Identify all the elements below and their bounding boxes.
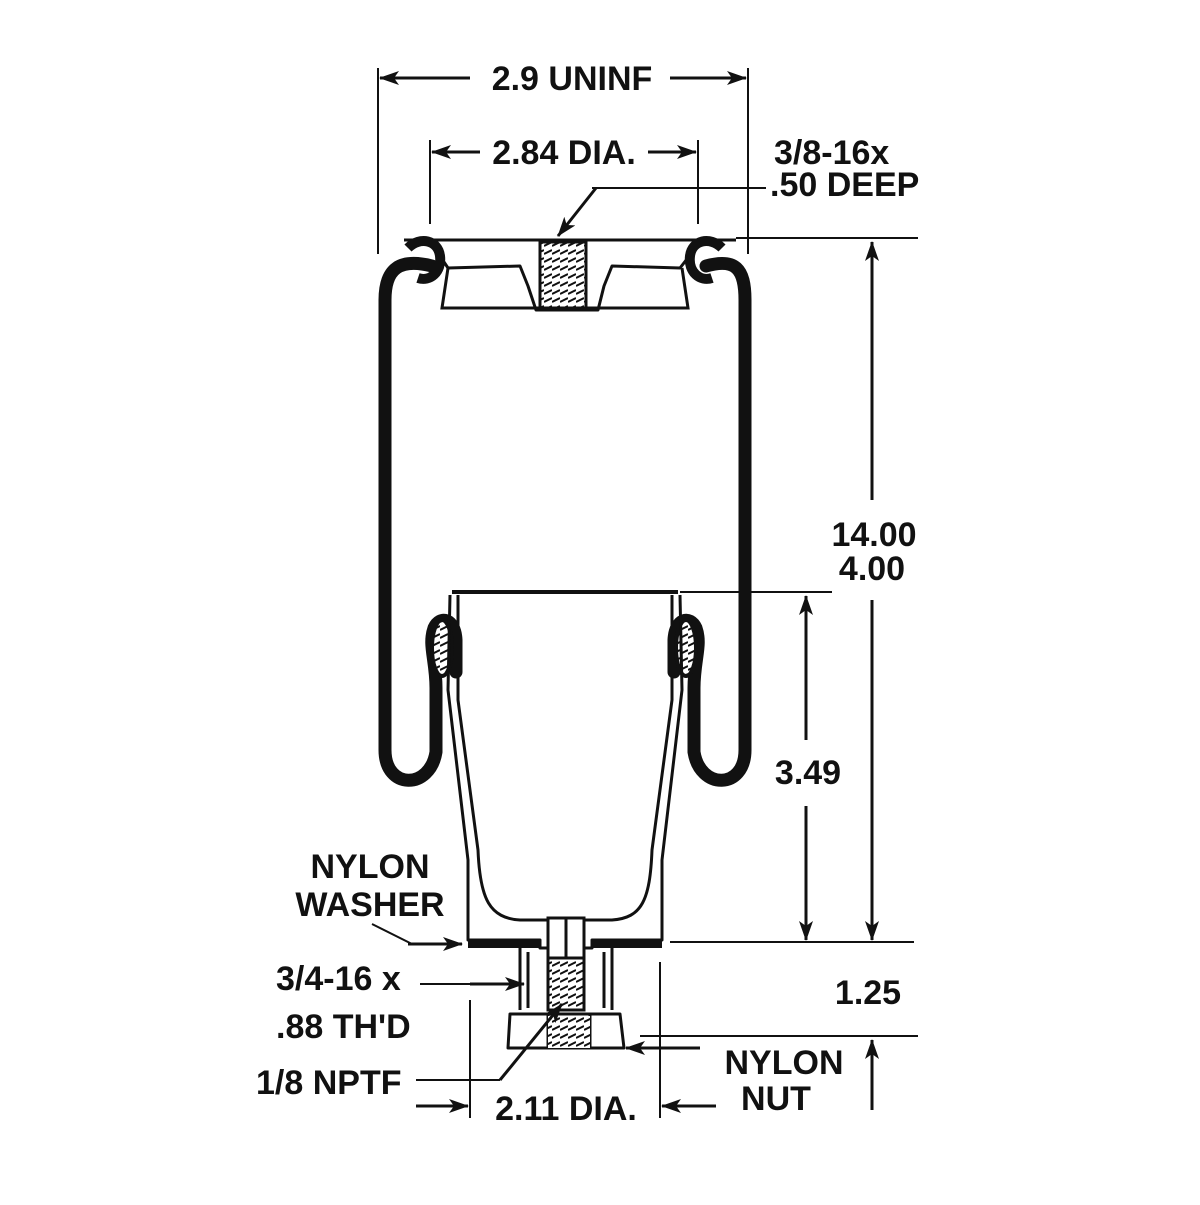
label-nylon-nut-line2: NUT [741,1080,811,1118]
label-height-min: 4.00 [839,550,905,588]
label-nylon-washer-line1: NYLON [311,848,430,886]
label-width-uninflated: 2.9 UNINF [492,60,653,98]
rubber-bellows [378,236,752,787]
label-base-dia: 2.11 DIA. [495,1090,637,1128]
label-nylon-washer-line2: WASHER [295,886,444,924]
top-bead-plate [404,238,736,312]
label-stud-length: 1.25 [835,974,901,1012]
nylon-nut [506,1012,626,1050]
label-stud-thread-line2: .88 TH'D [276,1008,411,1046]
label-piston-height: 3.49 [775,754,841,792]
label-stud-thread-line1: 3/4-16 x [276,960,401,998]
label-port: 1/8 NPTF [256,1064,401,1102]
label-top-thread-line1: 3/8-16x [774,134,889,172]
label-top-thread-line2: .50 DEEP [770,166,919,204]
label-bead-plate-dia: 2.84 DIA. [492,134,636,172]
label-nylon-nut-line1: NYLON [725,1044,844,1082]
dimension-labels: 2.9 UNINF 2.84 DIA. 3/8-16x .50 DEEP 14.… [256,60,919,1128]
top-threaded-insert [538,240,588,310]
label-height-max: 14.00 [831,516,916,554]
dimension-lines [371,68,918,1118]
mounting-stud [546,916,586,1012]
